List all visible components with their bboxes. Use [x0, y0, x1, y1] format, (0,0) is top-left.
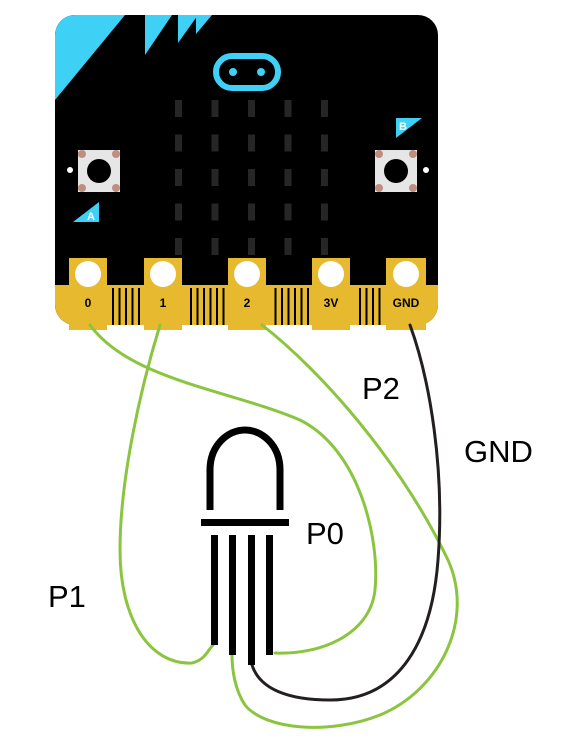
edge-connector-line	[372, 288, 374, 325]
led-1-3	[284, 134, 292, 152]
led-1-1	[211, 134, 219, 152]
led-1-2	[248, 134, 255, 152]
cyan-stripe-3	[196, 15, 212, 34]
wires	[88, 323, 459, 729]
button-a-tag	[73, 202, 99, 222]
edge-connector-line	[294, 288, 296, 325]
edge-connector-line	[216, 288, 218, 325]
pin-1[interactable]: 1	[144, 258, 182, 330]
edge-connector-line	[118, 288, 121, 325]
pin-3v[interactable]: 3V	[312, 258, 350, 330]
led-2-2	[248, 169, 255, 186]
pin-gnd-hole	[393, 261, 419, 287]
led-0-2	[248, 100, 255, 117]
edge-connector-line	[138, 288, 140, 325]
cyan-corner-left	[55, 15, 125, 100]
led-4-4	[321, 238, 328, 255]
edge-connector-line	[112, 288, 114, 325]
pin-3v-hole	[318, 261, 344, 287]
button-a-marker	[67, 167, 73, 173]
edge-connector-line	[281, 288, 283, 325]
edge-connector-line	[196, 288, 199, 325]
led-2-4	[321, 169, 328, 186]
led-1-0	[175, 134, 182, 152]
pin-3v-label: 3V	[324, 296, 339, 310]
led-dome	[206, 426, 284, 510]
edge-connector-line	[287, 288, 290, 325]
microbit-logo-icon	[213, 53, 281, 91]
cyan-stripe-1	[145, 15, 172, 55]
edge-connector-line	[307, 288, 309, 325]
button-a[interactable]: A	[67, 150, 120, 223]
edge-connector-line	[125, 288, 127, 325]
pin-2-hole	[234, 261, 260, 287]
edge-connector-line	[209, 288, 212, 325]
pin-gnd[interactable]: GND	[386, 258, 426, 330]
pin-0-label: 0	[85, 296, 92, 310]
led-2-3	[284, 169, 292, 186]
edge-connector-line	[359, 288, 361, 325]
led-leg-4	[266, 535, 273, 655]
led-3-3	[284, 203, 292, 221]
edge-connector-line	[378, 288, 381, 325]
led-matrix	[175, 100, 328, 255]
wire-gnd[interactable]	[250, 323, 442, 702]
led-3-4	[321, 203, 328, 221]
led-2-0	[175, 169, 182, 186]
wire-p0[interactable]	[88, 323, 378, 655]
led-leg-1	[211, 535, 218, 645]
led-0-4	[321, 100, 328, 117]
led-0-3	[284, 100, 292, 117]
led-2-1	[211, 169, 219, 186]
microbit-board: A B 0 1 2	[55, 15, 438, 330]
led-4-3	[284, 238, 292, 255]
button-b-label: B	[399, 121, 407, 133]
led-0-0	[175, 100, 182, 117]
rgb-led-icon	[201, 426, 289, 665]
pin-0-hole	[75, 261, 101, 287]
cyan-stripe-2	[178, 15, 198, 43]
pin-0[interactable]: 0	[69, 258, 107, 330]
pin-2[interactable]: 2	[228, 258, 266, 330]
led-leg-2	[229, 535, 236, 655]
edge-connector-line	[365, 288, 368, 325]
button-b[interactable]: B	[375, 118, 429, 192]
led-leg-3	[248, 535, 255, 665]
pin-1-hole	[150, 261, 176, 287]
button-b-cap[interactable]	[384, 159, 408, 183]
wire-label-p0: P0	[306, 516, 344, 551]
led-0-1	[211, 100, 219, 117]
led-3-0	[175, 203, 182, 221]
edge-connector-line	[203, 288, 205, 325]
pin-1-label: 1	[160, 296, 167, 310]
led-4-0	[175, 238, 182, 255]
wire-p1[interactable]	[118, 323, 215, 665]
button-a-label: A	[87, 211, 95, 223]
pin-2-label: 2	[244, 296, 251, 310]
edge-connector-line	[190, 288, 192, 325]
pin-gnd-label: GND	[393, 296, 420, 310]
led-3-1	[211, 203, 219, 221]
wire-label-gnd: GND	[464, 434, 533, 469]
wire-label-p1: P1	[48, 579, 86, 614]
button-b-marker	[423, 167, 429, 173]
led-4-2	[248, 238, 255, 255]
board-body	[55, 15, 438, 325]
edge-connector-lines	[112, 288, 381, 325]
button-a-cap[interactable]	[87, 159, 111, 183]
led-4-1	[211, 238, 219, 255]
wire-p2[interactable]	[230, 323, 459, 729]
wire-label-p2: P2	[362, 371, 400, 406]
edge-connector-line	[131, 288, 134, 325]
edge-connector-line	[222, 288, 225, 325]
led-rim	[201, 519, 289, 526]
led-3-2	[248, 203, 255, 221]
led-1-4	[321, 134, 328, 152]
edge-connector-line	[300, 288, 303, 325]
button-b-tag	[396, 118, 422, 138]
edge-connector-line	[274, 288, 277, 325]
